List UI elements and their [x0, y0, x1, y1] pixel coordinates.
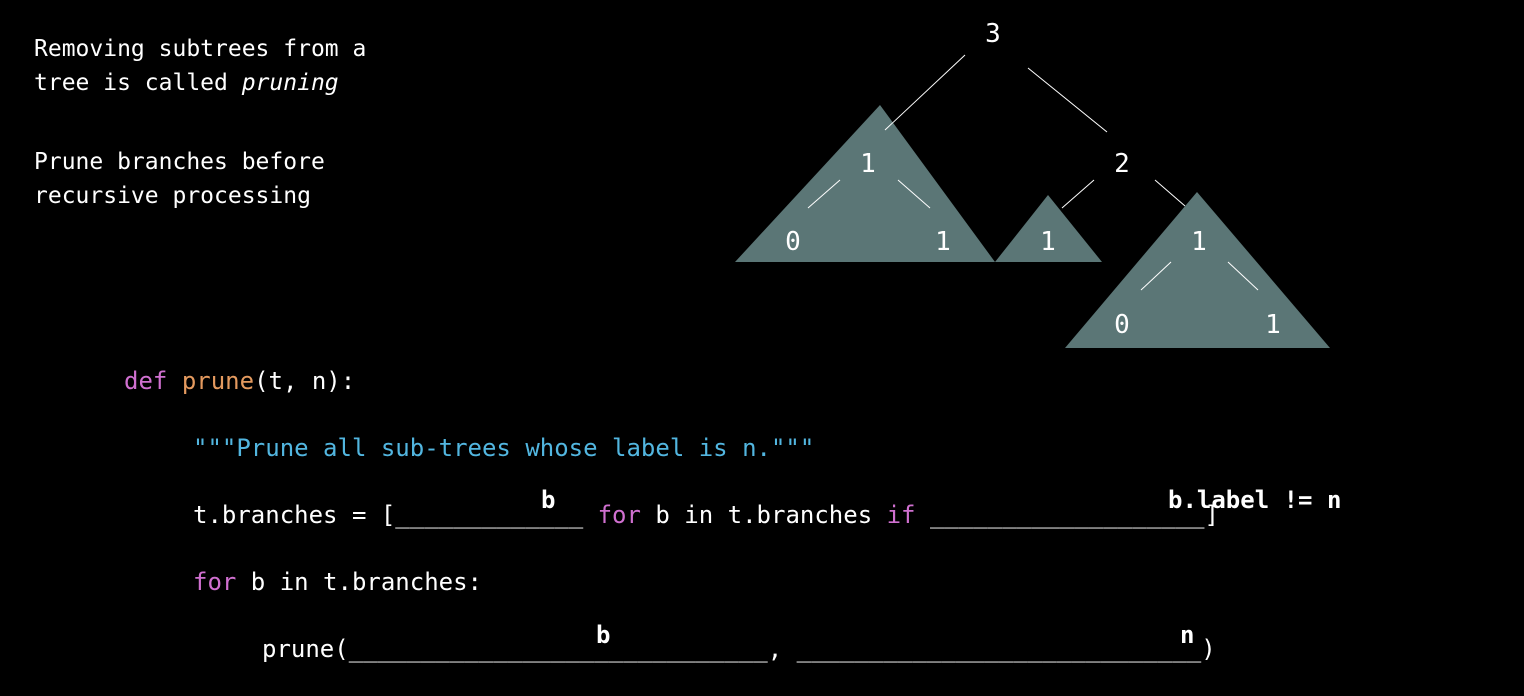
edge-right-a — [1061, 179, 1095, 209]
right-subtree-shade — [1065, 192, 1330, 348]
intro-line-3: Prune branches before — [34, 149, 325, 175]
comprehension-middle: b in t.branches — [640, 501, 887, 529]
edge-rightgrand-a — [1140, 261, 1172, 291]
node-right-child-b: 1 — [1191, 227, 1207, 257]
intro-line-1: Removing subtrees from a — [34, 36, 367, 62]
node-right: 2 — [1114, 149, 1130, 179]
node-left-child-b: 1 — [935, 227, 951, 257]
if-keyword: if — [886, 501, 916, 529]
code-line-for: for b in t.branches: — [193, 567, 482, 597]
edge-left-a — [807, 179, 841, 209]
call-prefix: prune( — [262, 635, 349, 663]
edge-root-left — [884, 54, 966, 131]
code-line-comprehension: t.branches = [_____________ for b in t.b… — [193, 500, 1219, 530]
edge-left-b — [897, 179, 931, 209]
for-keyword-2: for — [193, 568, 237, 596]
intro-text-block-2: Prune branches before recursive processi… — [34, 145, 325, 213]
call-suffix: ) — [1201, 635, 1216, 663]
middle-subtree-shade — [995, 195, 1102, 262]
node-root: 3 — [985, 19, 1001, 49]
node-right-child-a: 1 — [1040, 227, 1056, 257]
node-left: 1 — [860, 149, 876, 179]
docstring: """Prune all sub-trees whose label is n.… — [193, 434, 815, 462]
blank-1: _____________ — [395, 501, 584, 529]
left-subtree-shade — [735, 105, 995, 262]
blank-2: ___________________ — [915, 501, 1205, 529]
code-line-docstring: """Prune all sub-trees whose label is n.… — [193, 433, 814, 463]
intro-line-2-emphasis: pruning — [241, 70, 339, 96]
answer-3: b — [596, 621, 611, 649]
answer-1: b — [541, 486, 556, 514]
comprehension-prefix: t.branches = [ — [193, 501, 396, 529]
code-line-def: def prune(t, n): — [124, 366, 355, 396]
answer-4: n — [1180, 621, 1195, 649]
node-right-grand-b: 1 — [1265, 310, 1281, 340]
node-left-child-a: 0 — [785, 227, 801, 257]
function-name: prune — [181, 367, 255, 395]
edge-root-right — [1027, 67, 1108, 133]
node-right-grand-a: 0 — [1114, 310, 1130, 340]
edge-right-b — [1154, 179, 1186, 207]
code-line-recursive-call: prune(_____________________________, ___… — [262, 634, 1216, 664]
intro-line-2-prefix: tree is called — [34, 70, 242, 96]
for-keyword-1: for — [597, 501, 641, 529]
edge-rightgrand-b — [1227, 261, 1259, 291]
answer-2: b.label != n — [1168, 486, 1342, 514]
intro-line-4: recursive processing — [34, 183, 311, 209]
blank-4: ____________________________ — [796, 635, 1202, 663]
function-params: (t, n): — [254, 367, 356, 395]
def-keyword: def — [124, 367, 168, 395]
comprehension-suffix: ] — [1204, 501, 1219, 529]
call-comma: , — [767, 635, 797, 663]
tree-diagram: 3 1 0 1 2 1 1 0 1 — [735, 19, 1330, 348]
for-loop-rest: b in t.branches: — [236, 568, 482, 596]
intro-text-block-1: Removing subtrees from a tree is called … — [34, 32, 366, 100]
blank-3: _____________________________ — [348, 635, 768, 663]
